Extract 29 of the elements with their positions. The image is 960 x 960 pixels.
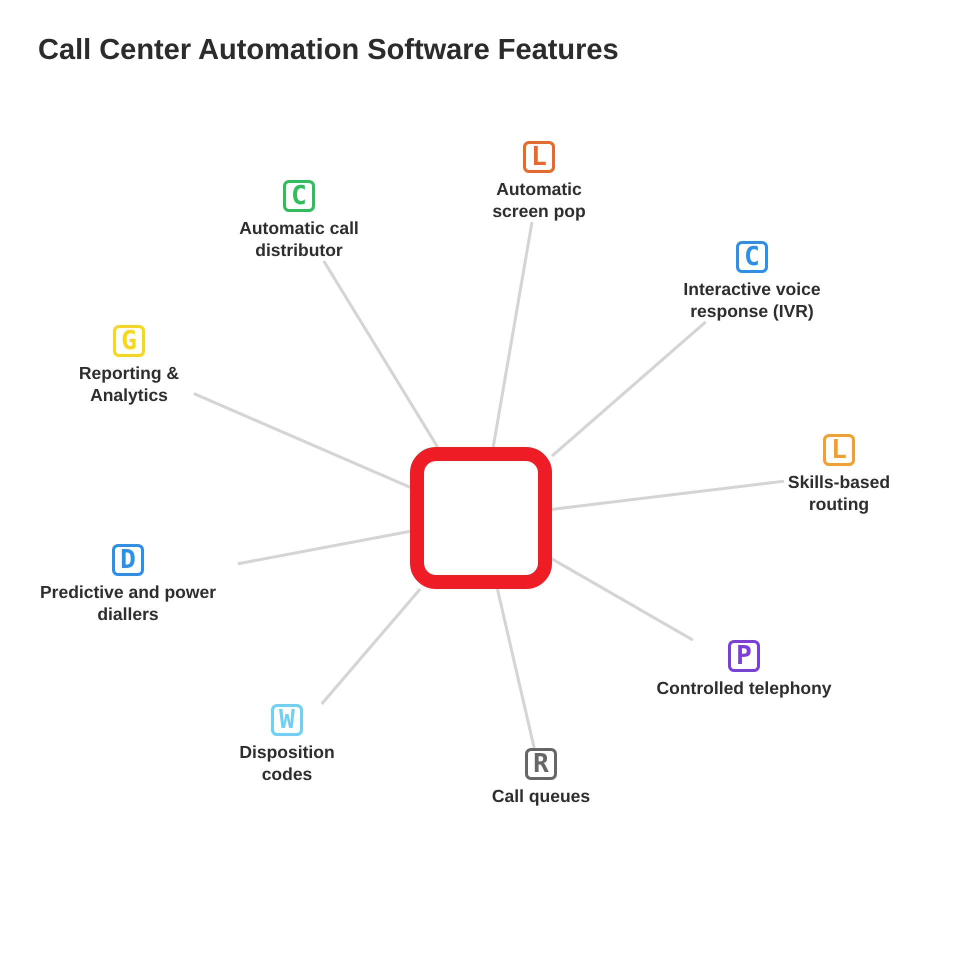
- title: Call Center Automation Software Features: [38, 34, 619, 67]
- connector-line: [238, 530, 410, 566]
- feature-label: Skills-based routing: [786, 471, 892, 515]
- connector-line: [496, 588, 536, 748]
- letter-tile: D: [112, 544, 144, 576]
- letter-tile: C: [283, 180, 315, 212]
- feature-label: Interactive voice response (IVR): [682, 278, 822, 322]
- letter-tile: G: [113, 325, 145, 357]
- connector-line: [551, 558, 694, 642]
- connector-line: [552, 480, 784, 511]
- feature-label: Predictive and power diallers: [38, 581, 218, 625]
- letter-tile: W: [271, 704, 303, 736]
- letter-tile: R: [525, 748, 557, 780]
- feature-label: Automatic screen pop: [491, 178, 587, 222]
- feature-label: Disposition codes: [238, 741, 336, 785]
- letter-tile: L: [523, 141, 555, 173]
- feature-label: Controlled telephony: [656, 677, 832, 699]
- feature-label: Automatic call distributor: [238, 217, 360, 261]
- connector-line: [320, 588, 422, 705]
- letter-tile: C: [736, 241, 768, 273]
- letter-tile: P: [728, 640, 760, 672]
- feature-label: Reporting & Analytics: [78, 362, 180, 406]
- letter-tile: L: [823, 434, 855, 466]
- feature-label: Call queues: [490, 785, 592, 807]
- connector-line: [322, 260, 439, 448]
- connector-line: [193, 392, 411, 489]
- connector-line: [551, 320, 707, 458]
- center-square: [410, 447, 552, 589]
- connector-line: [492, 222, 534, 448]
